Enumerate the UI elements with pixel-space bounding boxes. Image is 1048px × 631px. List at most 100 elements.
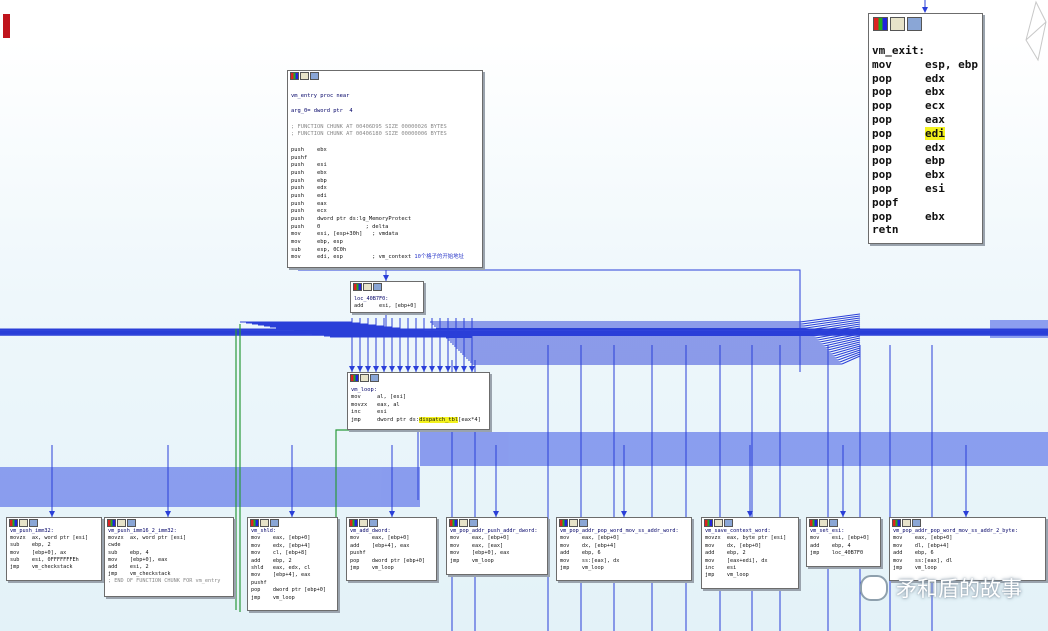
code-line: pop ebx [872, 85, 979, 99]
node-toolbar [807, 518, 880, 528]
code-token: pop dword ptr [ebp+0] [350, 557, 425, 564]
graph-list-icon[interactable] [270, 519, 279, 527]
handler-vm-push-imm32[interactable]: vm_push_imm32:movzx ax, word ptr [esi]su… [6, 517, 102, 581]
code-line: pop esi [872, 182, 979, 196]
graph-edit-icon[interactable] [19, 519, 28, 527]
code-line: movzx ax, word ptr [esi] [108, 535, 230, 542]
code-line: ; FUNCTION CHUNK AT 00406180 SIZE 000000… [291, 131, 479, 139]
code-token: push edi [291, 192, 327, 199]
graph-list-icon[interactable] [369, 519, 378, 527]
handler-vm-pop-addr-push-addr-dword[interactable]: vm_pop_addr_push_addr_dword:mov eax, [eb… [446, 517, 548, 575]
code-line: add [ebp+4], eax [350, 543, 433, 550]
code-token: popf [872, 195, 899, 209]
graph-list-icon[interactable] [29, 519, 38, 527]
handler-vm-shld[interactable]: vm_shld:mov eax, [ebp+0]mov edx, [ebp+4]… [247, 517, 338, 611]
handler-code: vm_save_context_word:movzx eax, byte ptr… [702, 528, 798, 580]
graph-list-icon[interactable] [370, 374, 379, 382]
handler-vm-pop-addr-pop-word-ss-2-byte[interactable]: vm_pop_addr_pop_word_mov_ss_addr_2_byte:… [889, 517, 1046, 581]
graph-color-icon[interactable] [353, 283, 362, 291]
graph-color-icon[interactable] [250, 519, 259, 527]
graph-edit-icon[interactable] [360, 374, 369, 382]
graph-edit-icon[interactable] [359, 519, 368, 527]
graph-list-icon[interactable] [724, 519, 733, 527]
handler-vm-save-context-word[interactable]: vm_save_context_word:movzx eax, byte ptr… [701, 517, 799, 589]
graph-edit-icon[interactable] [569, 519, 578, 527]
graph-edit-icon[interactable] [902, 519, 911, 527]
edge-line [805, 319, 861, 329]
code-token: mov esi, [ebp+0] [810, 535, 870, 542]
handler-vm-add-dword[interactable]: vm_add_dword:mov eax, [ebp+0]add [ebp+4]… [346, 517, 437, 581]
node-toolbar [351, 282, 423, 292]
graph-color-icon[interactable] [809, 519, 818, 527]
graph-edit-icon[interactable] [363, 283, 372, 291]
graph-edit-icon[interactable] [819, 519, 828, 527]
graph-color-icon[interactable] [290, 72, 299, 80]
code-token: mov ebp, esp [291, 239, 343, 246]
code-token: jmp vm_loop [350, 564, 394, 571]
graph-list-icon[interactable] [469, 519, 478, 527]
edge-line [833, 347, 861, 357]
edge-arrow [357, 366, 363, 372]
graph-color-icon[interactable] [449, 519, 458, 527]
graph-list-icon[interactable] [127, 519, 136, 527]
graph-list-icon[interactable] [310, 72, 319, 80]
handler-vm-pop-addr-pop-word-ss-word[interactable]: vm_pop_addr_pop_word_mov_ss_addr_word:mo… [556, 517, 692, 581]
graph-color-icon[interactable] [873, 17, 888, 31]
edge-arrow [389, 511, 395, 517]
code-line: pushf [291, 155, 479, 163]
code-line: pushf [251, 580, 334, 587]
edge-line [813, 327, 861, 337]
code-line: sub ebp, 2 [10, 542, 98, 549]
code-line: mov eax, [ebp+0] [251, 535, 334, 542]
graph-color-icon[interactable] [350, 374, 359, 382]
handler-vm-push-imm16-2-imm32[interactable]: vm_push_imm16_2_imm32:movzx ax, word ptr… [104, 517, 234, 597]
decorative-polygon-graphic [1025, 0, 1047, 62]
node-toolbar [248, 518, 337, 528]
loc-40b7f0-node[interactable]: loc_40B7F0:add esi, [ebp+0] [350, 281, 424, 313]
code-token: sub esi, 0FFFFFFFEh [10, 556, 79, 563]
code-token: push edx [291, 185, 327, 192]
code-token: mov eax, [eax] [450, 542, 504, 549]
code-token: movzx ax, word ptr [esi] [108, 535, 187, 542]
graph-list-icon[interactable] [373, 283, 382, 291]
edge-arrow [461, 366, 467, 372]
code-line: mov esi, [ebp+0] [810, 535, 877, 542]
graph-edit-icon[interactable] [459, 519, 468, 527]
graph-edit-icon[interactable] [260, 519, 269, 527]
code-line: jmp vm_loop [450, 558, 544, 565]
code-token: mov [eax+edi], dx [705, 557, 768, 564]
graph-edit-icon[interactable] [714, 519, 723, 527]
edge-arrow [421, 366, 427, 372]
edge-arrow [381, 366, 387, 372]
code-token: push ebx [291, 169, 327, 176]
graph-color-icon[interactable] [559, 519, 568, 527]
code-token: push 0 ; delta [291, 223, 389, 230]
code-token: push dword ptr ds:lg_MemoryProtect [291, 216, 412, 222]
code-token: retn [872, 223, 899, 237]
code-token: vm_pop_addr_pop_word_mov_ss_addr_word: [560, 528, 679, 534]
code-line: sub ebp, 4 [108, 550, 230, 557]
graph-list-icon[interactable] [912, 519, 921, 527]
edge-arrow [413, 366, 419, 372]
edge-arrow [397, 366, 403, 372]
graph-edit-icon[interactable] [117, 519, 126, 527]
node-toolbar [348, 373, 489, 383]
graph-color-icon[interactable] [704, 519, 713, 527]
code-line: pop eax [872, 113, 979, 127]
graph-edit-icon[interactable] [890, 17, 905, 31]
code-line: vm_entry proc near [291, 93, 479, 101]
graph-color-icon[interactable] [107, 519, 116, 527]
graph-list-icon[interactable] [907, 17, 922, 31]
graph-color-icon[interactable] [892, 519, 901, 527]
code-token: pop dword ptr [ebp+0] [251, 587, 326, 594]
graph-color-icon[interactable] [9, 519, 18, 527]
graph-list-icon[interactable] [829, 519, 838, 527]
graph-color-icon[interactable] [349, 519, 358, 527]
code-line: add ebp, 6 [560, 550, 688, 557]
graph-edit-icon[interactable] [300, 72, 309, 80]
graph-list-icon[interactable] [579, 519, 588, 527]
